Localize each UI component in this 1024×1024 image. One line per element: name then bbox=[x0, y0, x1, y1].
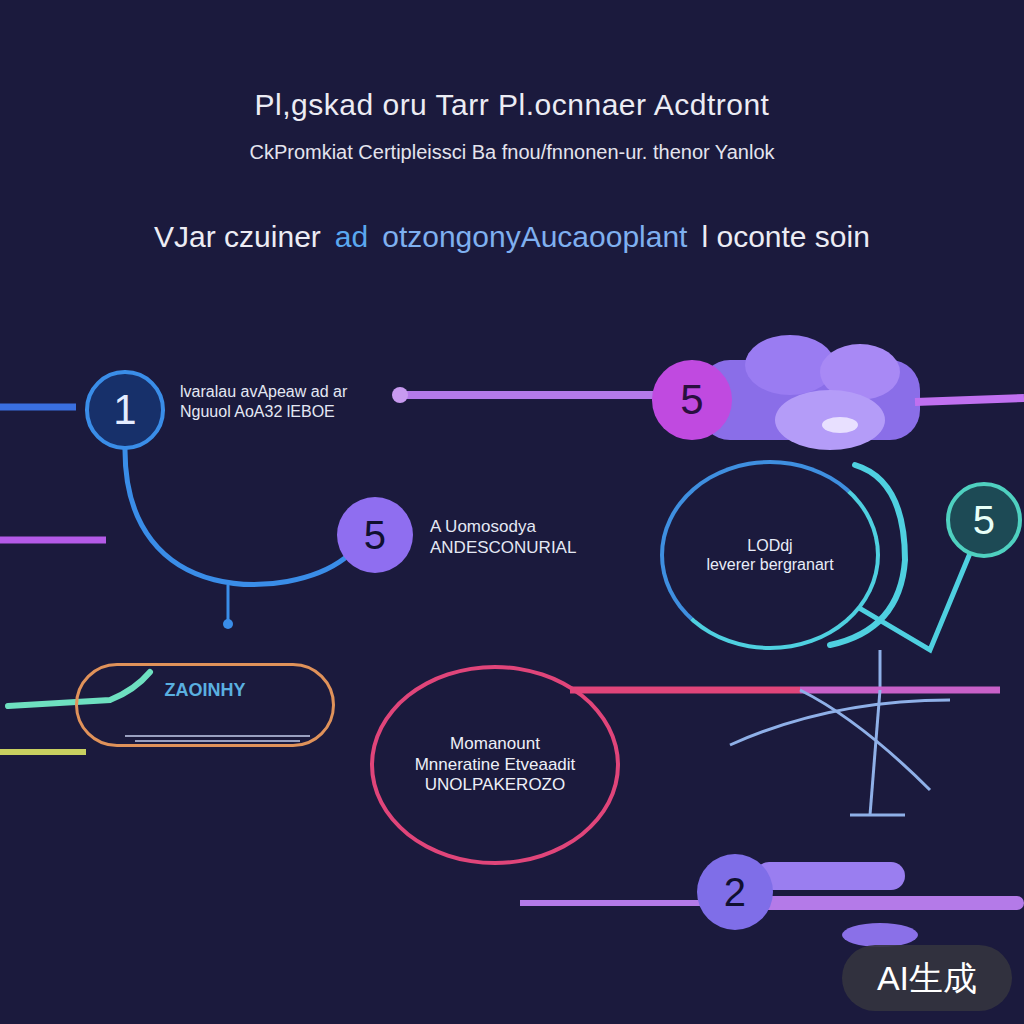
connector-bar bbox=[915, 398, 1024, 402]
node-text: ZAOINHY bbox=[165, 680, 246, 702]
callout-node: 5 bbox=[337, 497, 413, 573]
connector-bar bbox=[800, 687, 1000, 694]
label-text: l oconte soin bbox=[701, 218, 869, 256]
stub-line bbox=[0, 749, 86, 755]
heading-row: VJar czuiner ad otzongonyAucaooplant l ocon… bbox=[0, 218, 1024, 256]
dot bbox=[392, 387, 408, 403]
bar-shape bbox=[760, 896, 1024, 910]
callout-node: MomanountMnneratine EtveaaditUNOLPAKEROZ… bbox=[370, 665, 620, 865]
dot bbox=[223, 619, 233, 629]
node-text: LODdj bbox=[747, 536, 792, 555]
connector-bar bbox=[520, 900, 700, 906]
bar-shape bbox=[842, 923, 918, 947]
callout-node: 5 bbox=[946, 482, 1022, 558]
node-text: leverer bergranart bbox=[706, 555, 833, 574]
stem-line bbox=[870, 690, 880, 815]
label-text: AI生成 bbox=[877, 957, 977, 1000]
label-text: ad bbox=[335, 218, 368, 256]
node-text: 5 bbox=[680, 375, 703, 425]
bar-shape bbox=[755, 862, 905, 890]
node-text: 5 bbox=[973, 496, 995, 544]
stub-line bbox=[227, 585, 230, 622]
arc-line bbox=[800, 690, 930, 790]
label-text: A Uomosodya ANDESCONURIAL bbox=[430, 516, 620, 559]
stub-line bbox=[8, 672, 150, 706]
arc-line bbox=[730, 700, 950, 745]
node-text: UNOLPAKEROZO bbox=[425, 775, 565, 795]
callout-node: ZAOINHY bbox=[75, 663, 335, 747]
callout-node: 1 bbox=[85, 370, 165, 450]
cloud-shape bbox=[700, 335, 920, 450]
label-text: CkPromkiat Certipleissci Ba fnou/fnnonen… bbox=[0, 140, 1024, 165]
diagram-title: Pl,gskad oru Tarr Pl.ocnnaer Acdtront bbox=[0, 88, 1024, 122]
stub-line bbox=[0, 404, 76, 411]
stem-line bbox=[879, 650, 882, 690]
node-text: 2 bbox=[724, 868, 746, 916]
callout-node: 2 bbox=[697, 854, 773, 930]
label-text: otzongonyAucaooplant bbox=[382, 218, 687, 256]
stem-line bbox=[850, 814, 905, 817]
stub-line bbox=[0, 537, 106, 544]
connector bbox=[125, 450, 345, 585]
bracket bbox=[830, 465, 905, 645]
connector-bar bbox=[570, 687, 800, 694]
label-text: VJar czuiner bbox=[154, 218, 321, 256]
callout-node: 5 bbox=[652, 360, 732, 440]
connector-bar bbox=[400, 391, 660, 399]
callout-node: LODdjleverer bergranart bbox=[660, 460, 880, 650]
watermark-badge: AI生成 bbox=[842, 945, 1012, 1011]
node-text: 5 bbox=[364, 511, 386, 559]
label-text: lvaralau avApeaw ad ar Nguuol AoA32 lEBO… bbox=[180, 382, 355, 422]
node-text: Momanount bbox=[450, 734, 540, 754]
node-text: Mnneratine Etveaadit bbox=[415, 755, 576, 775]
node-text: 1 bbox=[113, 385, 136, 435]
